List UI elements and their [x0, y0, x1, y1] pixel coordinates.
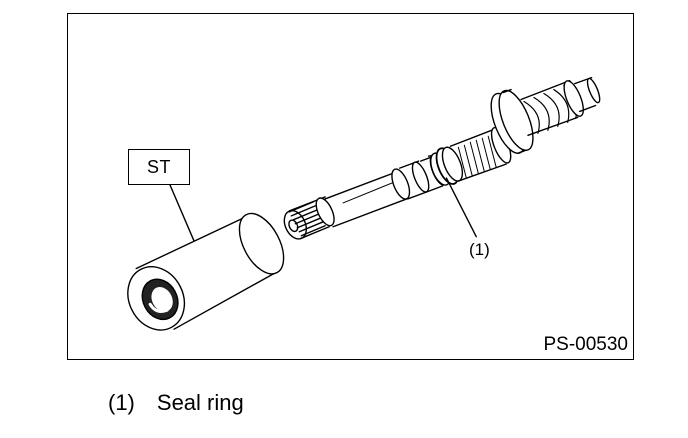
seal-ring-callout: (1) [469, 240, 490, 259]
st-tool-tube [127, 212, 285, 331]
figure-frame: ST (1) PS-00530 [67, 13, 634, 360]
legend-item-seal-ring: (1) Seal ring [108, 390, 244, 416]
shaft-seal-illustration [127, 76, 601, 331]
st-tool-label: ST [128, 149, 190, 185]
steering-shaft [283, 76, 601, 240]
seal-ring-leader-line [445, 177, 477, 238]
legend-number: (1) [108, 390, 135, 415]
st-tool-label-text: ST [146, 156, 171, 177]
figure-code: PS-00530 [543, 334, 628, 355]
legend-text: Seal ring [156, 390, 244, 415]
